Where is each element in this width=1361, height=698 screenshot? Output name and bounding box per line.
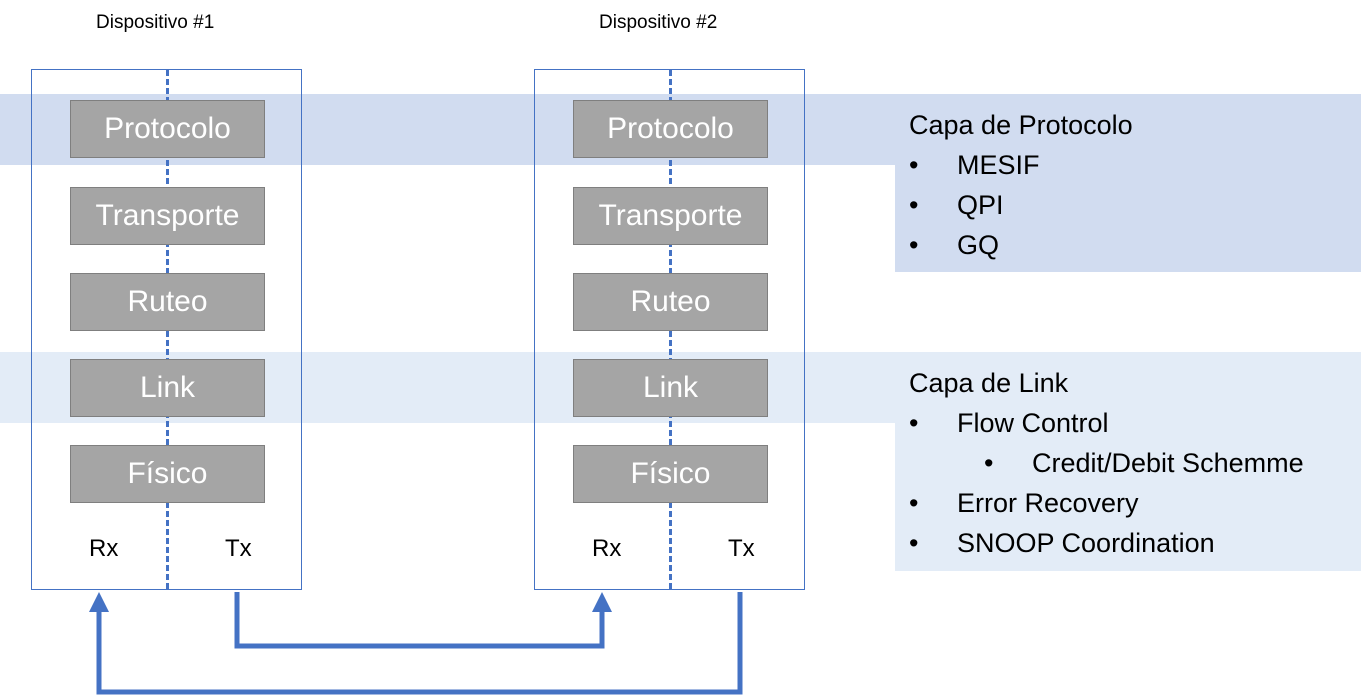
link-item-error-recovery: Error Recovery: [909, 483, 1304, 523]
device-1-box: Protocolo Transporte Ruteo Link Físico R…: [31, 69, 302, 590]
device-2-layer-link: Link: [573, 359, 768, 417]
link-layer-panel: Capa de Link Flow Control Credit/Debit S…: [909, 363, 1304, 563]
link-panel-heading: Capa de Link: [909, 368, 1069, 398]
device-1-layer-fisico: Físico: [70, 445, 265, 503]
link-item-credit-debit-scheme: Credit/Debit Schemme: [909, 443, 1304, 483]
device-2-layer-protocolo: Protocolo: [573, 100, 768, 158]
device-2-box: Protocolo Transporte Ruteo Link Físico R…: [534, 69, 805, 590]
tx2-to-rx1-arrow: [89, 592, 743, 695]
link-item-flow-control: Flow Control: [909, 403, 1304, 443]
device-1-title: Dispositivo #1: [96, 12, 215, 33]
link-item-snoop-coordination: SNOOP Coordination: [909, 523, 1304, 563]
device-1-tx-label: Tx: [225, 535, 252, 562]
device-2-title: Dispositivo #2: [599, 12, 718, 33]
protocol-layer-panel: Capa de Protocolo MESIF QPI GQ: [909, 105, 1133, 265]
device-1-layer-transporte: Transporte: [70, 187, 265, 245]
device-2-layer-transporte: Transporte: [573, 187, 768, 245]
device-1-rx-label: Rx: [89, 535, 119, 562]
protocol-item-mesif: MESIF: [909, 145, 1133, 185]
protocol-panel-heading: Capa de Protocolo: [909, 110, 1133, 140]
device-2-layer-ruteo: Ruteo: [573, 273, 768, 331]
device-1-layer-link: Link: [70, 359, 265, 417]
protocol-item-qpi: QPI: [909, 185, 1133, 225]
device-2-layer-fisico: Físico: [573, 445, 768, 503]
device-1-layer-protocolo: Protocolo: [70, 100, 265, 158]
device-2-tx-label: Tx: [728, 535, 755, 562]
device-2-rx-label: Rx: [592, 535, 622, 562]
protocol-item-gq: GQ: [909, 225, 1133, 265]
tx1-to-rx2-arrow: [234, 592, 612, 649]
device-1-layer-ruteo: Ruteo: [70, 273, 265, 331]
